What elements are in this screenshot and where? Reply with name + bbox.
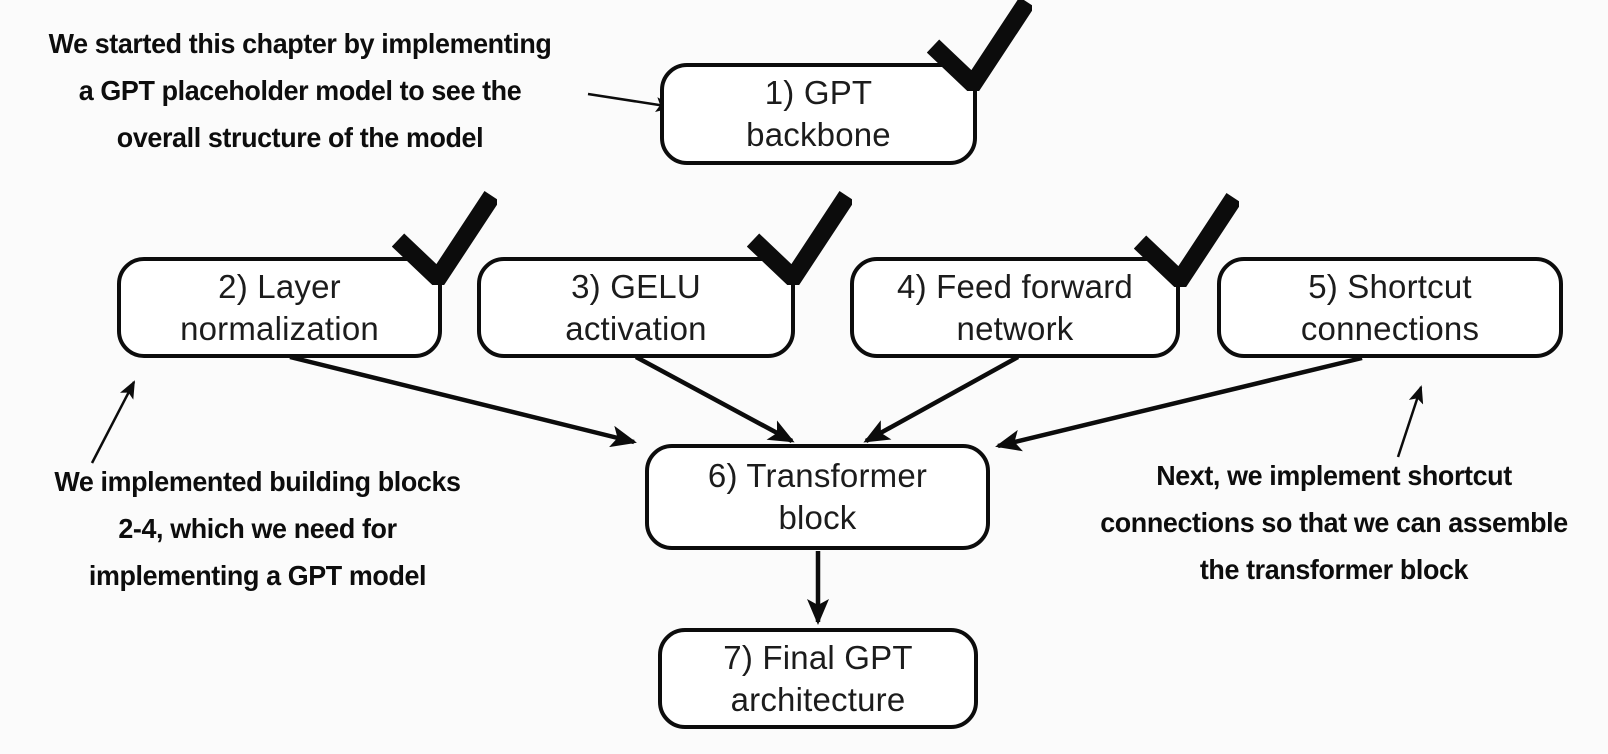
node-final-gpt-architecture: 7) Final GPT architecture [658, 628, 978, 729]
annotation-line: Next, we implement shortcut [1156, 460, 1512, 491]
annotation-line: overall structure of the model [116, 122, 484, 153]
arrow-feed-forward-to-transformer-block [863, 355, 1020, 443]
node-label-line: backbone [746, 116, 891, 153]
node-label-line: 7) Final GPT [723, 638, 913, 676]
node-label-line: 1) GPT [764, 74, 873, 111]
annotation-next-step: Next, we implement shortcut connections … [1071, 452, 1597, 593]
node-layer-normalization: 2) Layer normalization [117, 257, 442, 358]
annotation-line: We started this chapter by implementing [48, 28, 552, 59]
node-label-line: activation [565, 309, 707, 347]
arrow-next-step-annotation-to-shortcut-connections [1396, 385, 1424, 458]
node-label-line: 2) Layer [218, 267, 341, 305]
node-label-line: architecture [730, 680, 906, 718]
node-shortcut-connections: 5) Shortcut connections [1217, 257, 1563, 358]
annotation-line: implementing a GPT model [88, 560, 427, 591]
node-label-line: 3) GELU [571, 267, 701, 305]
node-gpt-backbone: 1) GPT backbone [660, 63, 977, 165]
annotation-line: We implemented building blocks [54, 466, 461, 497]
node-transformer-block: 6) Transformer block [645, 444, 990, 550]
arrow-shortcut-connections-to-transformer-block [995, 355, 1363, 452]
annotation-line: a GPT placeholder model to see the [78, 75, 522, 106]
arrow-layer-normalization-to-transformer-block [289, 354, 637, 448]
node-label-line: 6) Transformer [707, 457, 928, 494]
node-label-line: 5) Shortcut [1308, 267, 1472, 305]
node-label-line: block [778, 499, 857, 536]
annotation-line: connections so that we can assemble [1100, 507, 1568, 538]
node-label-line: normalization [180, 309, 379, 347]
node-gelu-activation: 3) GELU activation [477, 257, 795, 358]
annotation-intro: We started this chapter by implementing … [12, 20, 588, 161]
annotation-line: the transformer block [1199, 554, 1469, 585]
arrow-building-blocks-annotation-to-layer-normalization [90, 380, 136, 464]
annotation-line: 2-4, which we need for [118, 513, 397, 544]
node-label-line: 4) Feed forward [897, 267, 1133, 305]
annotation-building-blocks: We implemented building blocks 2-4, whic… [15, 458, 500, 599]
arrow-gelu-activation-to-transformer-block [634, 355, 795, 443]
node-feed-forward-network: 4) Feed forward network [850, 257, 1180, 358]
node-label-line: network [956, 309, 1074, 347]
node-label-line: connections [1300, 309, 1480, 347]
